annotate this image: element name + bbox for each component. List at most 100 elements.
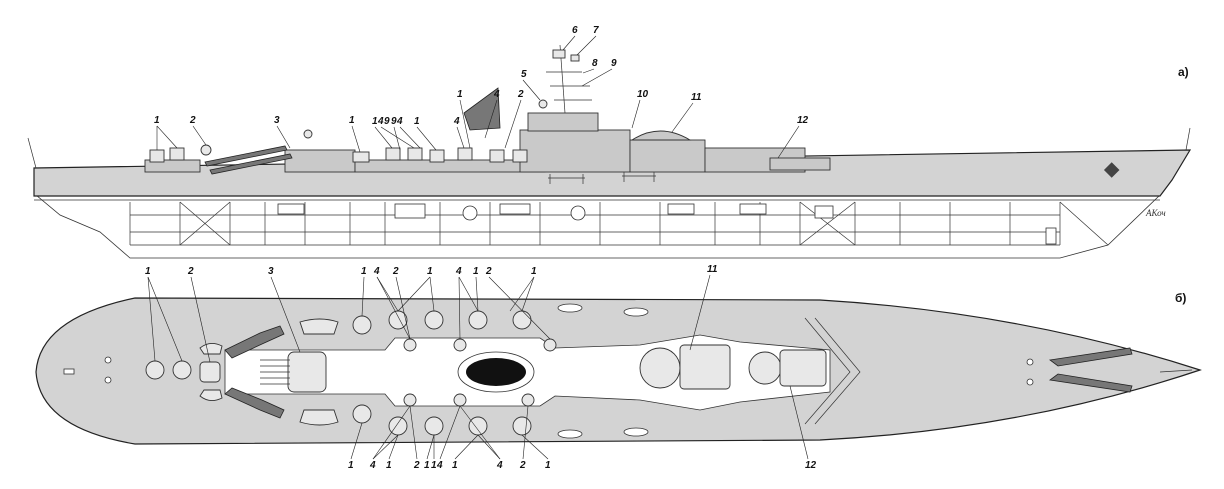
callout-label: 2 xyxy=(392,266,399,277)
callout-label: 1 xyxy=(349,115,355,126)
forward-launcher-rails xyxy=(679,344,731,390)
callout-label: 9 xyxy=(611,58,617,69)
magazine xyxy=(667,203,695,215)
bollard xyxy=(1026,378,1034,386)
callout-label: 4 xyxy=(493,89,500,100)
callout-label: 4 xyxy=(369,460,376,471)
callout-label: 2 xyxy=(485,266,492,277)
callout-label: 4 xyxy=(455,266,462,277)
aft-launcher-plan xyxy=(287,351,327,393)
bridge-block-lower xyxy=(519,129,631,173)
bollard xyxy=(104,356,112,364)
callout-label: 6 xyxy=(572,25,578,36)
top-view: 1 2 3 1 4 2 1 4 1 2 1 11 xyxy=(35,264,1202,471)
bow-crane xyxy=(1048,373,1133,393)
callout-label: 3 xyxy=(268,266,274,277)
steering-gear xyxy=(814,205,834,219)
director xyxy=(303,129,313,139)
forward-launcher-plan xyxy=(748,351,782,385)
stack-plan-outline xyxy=(457,351,535,393)
side-callouts: 6 7 9 8 9 5 10 11 4 2 1 12 1 2 3 1 1 4 9… xyxy=(154,25,809,127)
boiler xyxy=(570,205,586,221)
boat xyxy=(557,429,583,439)
callout-label: 9 xyxy=(391,116,397,127)
mast xyxy=(546,44,592,114)
callout-label: 1 xyxy=(414,116,420,127)
breakwater xyxy=(804,317,851,425)
boat xyxy=(623,307,649,317)
boat-davit xyxy=(224,325,285,359)
aft-launcher-rail xyxy=(204,145,288,167)
bridge-block-upper xyxy=(527,112,599,132)
boat-davit xyxy=(224,387,285,419)
callout-label: 1 xyxy=(348,460,354,471)
bollard xyxy=(1026,358,1034,366)
callout-label: 4 xyxy=(396,116,403,127)
boat xyxy=(299,409,339,426)
director-plan xyxy=(199,361,221,383)
callout-label: 4 xyxy=(496,460,503,471)
bollard xyxy=(104,376,112,384)
callout-label: 1 xyxy=(427,266,433,277)
callout-label: 1 xyxy=(545,460,551,471)
radar-dome-side xyxy=(630,130,692,141)
callout-label: 4 xyxy=(373,266,380,277)
callout-label: 8 xyxy=(592,58,598,69)
callout-label: 1 xyxy=(372,116,378,127)
aft-launcher-rails-plan xyxy=(260,359,290,385)
callout-label: 1 xyxy=(154,115,160,126)
stack-plan xyxy=(466,358,526,386)
callout-label: 12 xyxy=(805,460,817,471)
stern-flagstaff xyxy=(27,137,37,169)
aft-superstructure xyxy=(284,149,356,173)
boat xyxy=(299,318,339,335)
superstructure-plan xyxy=(224,334,831,411)
forward-launcher-house xyxy=(769,157,831,171)
signature: АКоч xyxy=(1145,208,1166,218)
jackstaff xyxy=(1185,127,1191,151)
railing xyxy=(622,172,656,182)
callout-label: 1 xyxy=(431,460,437,471)
callout-label: 4 xyxy=(436,460,443,471)
callout-label: 4 xyxy=(377,116,384,127)
callout-label: 1 xyxy=(473,266,479,277)
callout-label: 2 xyxy=(189,115,196,126)
breakwater xyxy=(814,317,861,425)
director xyxy=(538,99,548,109)
top-callouts-lower: 1 4 1 2 1 1 4 1 4 2 1 12 xyxy=(348,460,817,471)
top-gun-mounts xyxy=(145,310,557,436)
callout-label: 2 xyxy=(519,460,526,471)
ensign-mount xyxy=(63,368,75,375)
callout-label: 1 xyxy=(452,460,458,471)
view-label-top: б) xyxy=(1175,291,1186,305)
side-gun-mounts xyxy=(149,147,528,163)
gun-plan xyxy=(199,343,223,355)
magazine xyxy=(277,203,305,215)
callout-label: 1 xyxy=(424,460,430,471)
turbine xyxy=(394,203,426,219)
underwater-hull xyxy=(34,194,1161,259)
callout-label: 11 xyxy=(691,92,702,103)
boat xyxy=(557,303,583,313)
side-view: 6 7 9 8 9 5 10 11 4 2 1 12 1 2 3 1 1 4 9… xyxy=(27,25,1192,259)
callout-label: 10 xyxy=(637,89,649,100)
callout-label: 1 xyxy=(361,266,367,277)
callout-label: 12 xyxy=(797,115,809,126)
side-hull xyxy=(33,149,1192,197)
director xyxy=(200,144,212,156)
forward-launcher-plan xyxy=(639,347,681,389)
callout-label: 1 xyxy=(531,266,537,277)
side-leaders xyxy=(156,35,800,159)
callout-label: 11 xyxy=(707,264,718,275)
forward-launcher-rails xyxy=(779,349,827,387)
callout-label: 1 xyxy=(145,266,151,277)
callout-label: 1 xyxy=(386,460,392,471)
turbine xyxy=(499,203,531,215)
railing xyxy=(548,174,585,184)
magazine xyxy=(739,203,767,215)
bow-crane xyxy=(1048,347,1133,367)
top-leaders-upper xyxy=(147,274,711,363)
callout-label: 7 xyxy=(593,25,599,36)
callout-label: 2 xyxy=(413,460,420,471)
callout-label: 4 xyxy=(453,116,460,127)
